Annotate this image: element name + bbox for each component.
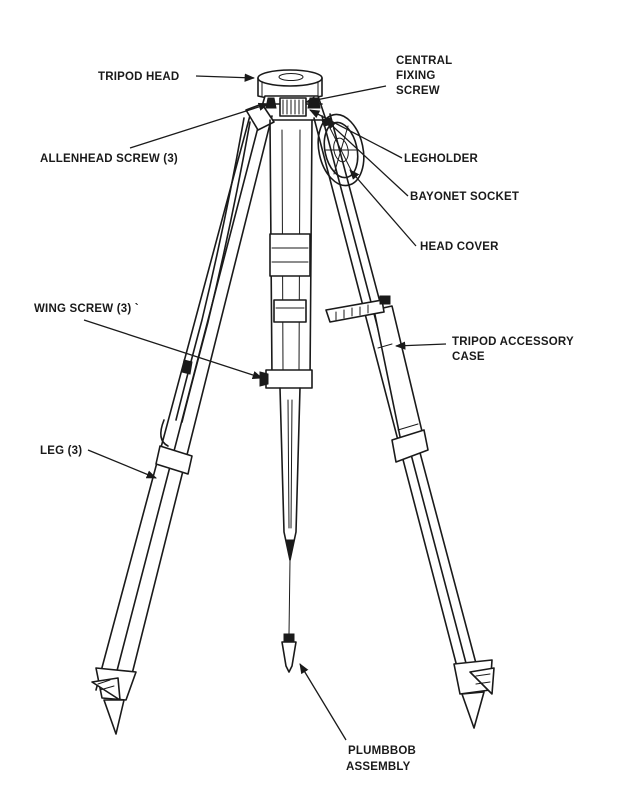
leader-bayonet-socket <box>325 119 409 197</box>
label-bayonet-socket: BAYONET SOCKET <box>410 191 519 203</box>
label-central-fixing-screw-line1: CENTRAL <box>396 55 452 67</box>
labels: TRIPOD HEAD CENTRAL FIXING SCREW ALLENHE… <box>34 55 574 773</box>
leader-central-fixing-screw <box>304 85 387 105</box>
leader-allenhead-screw <box>129 102 269 149</box>
leader-leg <box>87 449 157 479</box>
plumbbob-assembly <box>281 559 297 673</box>
label-wing-screw: WING SCREW (3) ` <box>34 303 139 315</box>
label-plumbbob-assembly-line2: ASSEMBLY <box>346 761 411 773</box>
leader-legholder <box>309 109 403 159</box>
leader-lines <box>83 73 447 741</box>
leader-tripod-head <box>195 73 256 82</box>
label-plumbbob-assembly-line1: PLUMBBOB <box>348 745 416 757</box>
label-legholder: LEGHOLDER <box>404 153 478 165</box>
leader-plumbbob <box>299 663 347 741</box>
label-tripod-accessory-case-line2: CASE <box>452 351 485 363</box>
head-cover <box>317 113 365 187</box>
leg-left <box>91 103 275 735</box>
label-tripod-head: TRIPOD HEAD <box>98 71 179 83</box>
leg-right <box>313 113 495 729</box>
label-leg: LEG (3) <box>40 445 82 457</box>
label-central-fixing-screw-line2: FIXING <box>396 70 436 82</box>
label-allenhead-screw: ALLENHEAD SCREW (3) <box>40 153 178 165</box>
tripod-head <box>257 69 323 101</box>
leader-head-cover <box>349 169 417 247</box>
leg-center <box>259 119 313 561</box>
label-head-cover: HEAD COVER <box>420 241 499 253</box>
leader-wing-screw <box>83 319 263 380</box>
label-central-fixing-screw-line3: SCREW <box>396 85 440 97</box>
leader-accessory-case <box>394 341 447 350</box>
label-tripod-accessory-case-line1: TRIPOD ACCESSORY <box>452 336 574 348</box>
